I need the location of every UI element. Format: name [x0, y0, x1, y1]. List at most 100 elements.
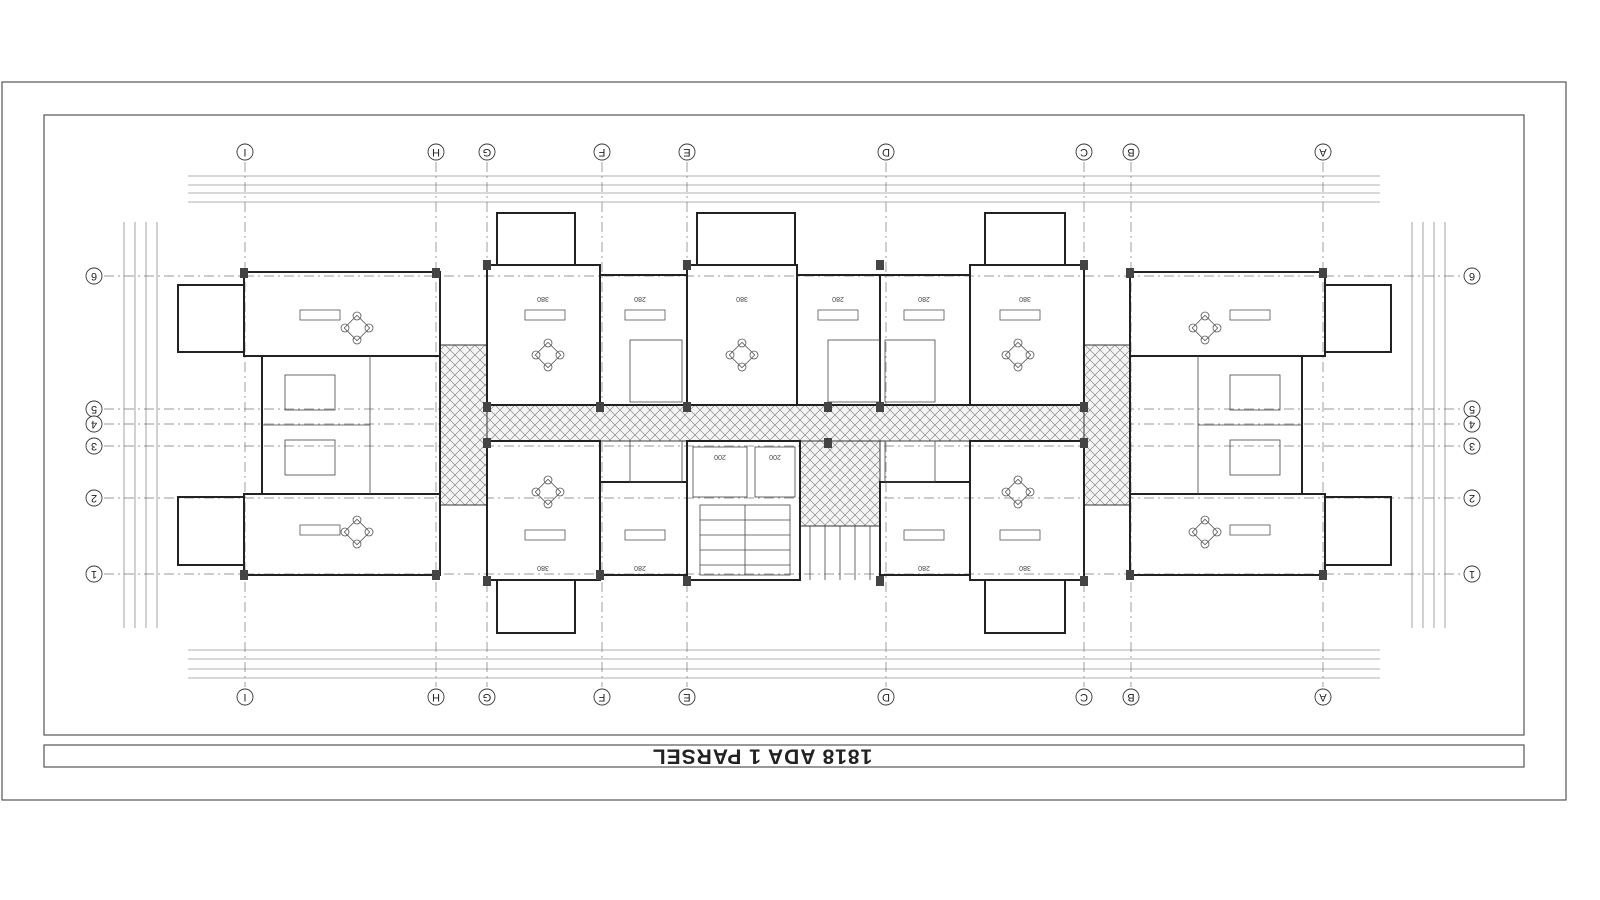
grid-label: 4	[1469, 418, 1475, 430]
dining-table	[340, 311, 374, 345]
svg-text:200: 200	[714, 453, 726, 460]
right-wing-units	[1129, 271, 1326, 576]
dining-table	[340, 515, 374, 549]
grid-label: A	[1319, 691, 1327, 703]
column	[1319, 268, 1327, 278]
left-wing-units	[243, 271, 441, 576]
grid-label: 3	[91, 440, 97, 452]
column	[1319, 570, 1327, 580]
grid-bubble-1	[1463, 565, 1481, 583]
grid-label: B	[1127, 146, 1134, 158]
grid-bubble-F	[593, 688, 611, 706]
grid-bubble-E	[678, 688, 696, 706]
svg-text:280: 280	[918, 564, 930, 571]
grid-label: 2	[91, 492, 97, 504]
left-stair-hall	[439, 344, 488, 506]
svg-text:380: 380	[537, 295, 549, 302]
grid-bubble-4	[1463, 415, 1481, 433]
grid-bubble-2	[1463, 489, 1481, 507]
grid-bubble-D	[877, 688, 895, 706]
grid-bubble-A	[1314, 688, 1332, 706]
dining-table	[1188, 515, 1222, 549]
bed-or-sofa	[624, 309, 666, 321]
central-corridor	[486, 404, 1131, 442]
grid-label: 4	[91, 418, 97, 430]
grid-bubble-6	[1463, 267, 1481, 285]
dining-table	[531, 475, 565, 509]
bed-or-sofa	[999, 529, 1041, 541]
bed-or-sofa	[817, 309, 859, 321]
grid-bubble-A	[1314, 143, 1332, 161]
column	[1126, 268, 1134, 278]
column	[1080, 576, 1088, 586]
grid-bubble-F	[593, 143, 611, 161]
grid-label: 5	[1469, 403, 1475, 415]
grid-label: F	[598, 691, 605, 703]
column	[240, 570, 248, 580]
lobby-hall	[799, 440, 881, 527]
svg-text:280: 280	[634, 564, 646, 571]
stair	[699, 504, 871, 580]
grid-bubble-H	[427, 688, 445, 706]
column	[824, 438, 832, 448]
column	[683, 260, 691, 270]
grid-bubble-B	[1122, 688, 1140, 706]
grid-bubble-6	[85, 267, 103, 285]
svg-text:380: 380	[537, 564, 549, 571]
bed-or-sofa	[1229, 524, 1271, 536]
bed-or-sofa	[524, 529, 566, 541]
dining-table	[1001, 475, 1035, 509]
grid-label: B	[1127, 691, 1134, 703]
svg-text:380: 380	[1019, 564, 1031, 571]
grid-label: 1	[1469, 568, 1475, 580]
column	[1080, 260, 1088, 270]
dining-table	[531, 338, 565, 372]
grid-label: A	[1319, 146, 1327, 158]
column	[596, 570, 604, 580]
grid-label: H	[432, 691, 440, 703]
grid-label: F	[598, 146, 605, 158]
grid-bubble-B	[1122, 143, 1140, 161]
column	[432, 570, 440, 580]
column	[876, 402, 884, 412]
bed-or-sofa	[999, 309, 1041, 321]
drawing-title: 1818 ADA 1 PARSEL	[652, 745, 872, 768]
grid-bubble-H	[427, 143, 445, 161]
grid-bubble-1	[85, 565, 103, 583]
bed-or-sofa	[524, 309, 566, 321]
column	[683, 576, 691, 586]
column	[824, 402, 832, 412]
grid-bubble-3	[1463, 437, 1481, 455]
svg-text:280: 280	[832, 295, 844, 302]
grid-label: C	[1080, 691, 1088, 703]
grid-label: 6	[1469, 270, 1475, 282]
column	[876, 576, 884, 586]
grid-label: G	[483, 146, 492, 158]
grid-bubble-4	[85, 415, 103, 433]
grid-label: G	[483, 691, 492, 703]
grid-label: 6	[91, 270, 97, 282]
dimension-lines	[123, 175, 1446, 679]
bed-or-sofa	[299, 309, 341, 321]
grid-bubble-C	[1075, 143, 1093, 161]
svg-text:380: 380	[736, 295, 748, 302]
grid-label: D	[882, 691, 890, 703]
elevator-right	[754, 446, 796, 498]
column	[483, 576, 491, 586]
svg-text:200: 200	[769, 453, 781, 460]
column	[596, 402, 604, 412]
column	[1080, 438, 1088, 448]
grid-label: D	[882, 146, 890, 158]
column	[483, 438, 491, 448]
column	[483, 260, 491, 270]
bed-or-sofa	[1229, 309, 1271, 321]
grid-bubble-3	[85, 437, 103, 455]
grid-label: 2	[1469, 492, 1475, 504]
column	[432, 268, 440, 278]
svg-text:380: 380	[1019, 295, 1031, 302]
bed-or-sofa	[299, 524, 341, 536]
grid-bubble-G	[478, 688, 496, 706]
grid-label: E	[683, 691, 690, 703]
bed-or-sofa	[624, 529, 666, 541]
